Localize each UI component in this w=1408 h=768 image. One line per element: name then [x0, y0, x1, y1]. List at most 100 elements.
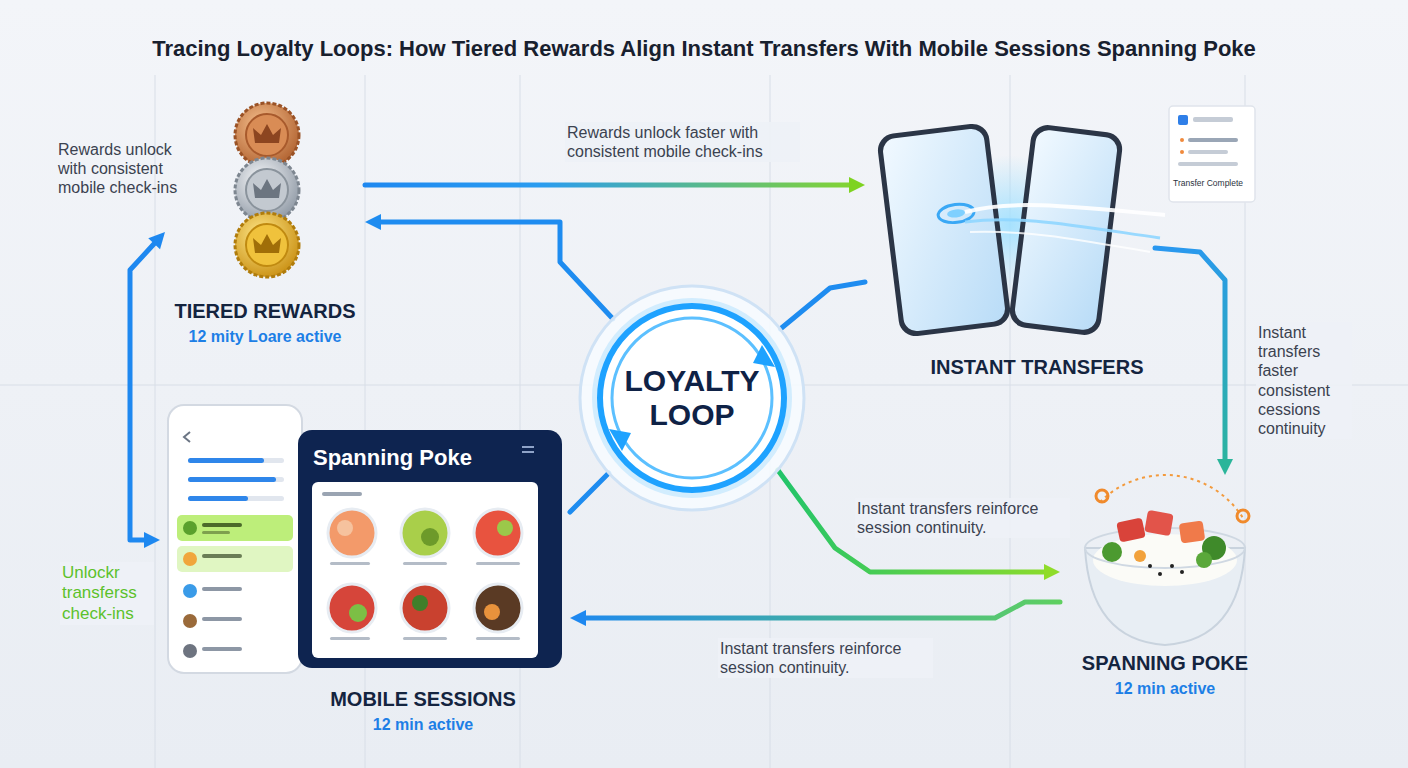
- dish: [474, 584, 522, 632]
- bar-track: [188, 458, 284, 463]
- row-line: [202, 554, 242, 558]
- orbit-dot: [1096, 490, 1108, 502]
- receipt-line: [1193, 117, 1233, 122]
- row-icon: [183, 644, 197, 658]
- tablet-body: [298, 430, 562, 668]
- row-line: [202, 531, 230, 534]
- gold-medal: [235, 213, 299, 277]
- annotation: Transfer Complete: [1173, 178, 1253, 188]
- node-title: TIERED REWARDS: [174, 299, 355, 323]
- crown-icon: [253, 124, 281, 143]
- tuna: [1116, 518, 1146, 543]
- medal-inner: [246, 224, 288, 266]
- dish: [401, 584, 449, 632]
- connector: [365, 177, 865, 193]
- receipt-dot: [1180, 150, 1184, 154]
- dish-detail: [412, 595, 428, 611]
- phone: [876, 122, 1012, 338]
- poke-bowl: [1085, 475, 1249, 645]
- loop-ring-part: [609, 429, 631, 451]
- arrowhead: [1217, 459, 1233, 475]
- node-subtitle: 12 min active: [373, 715, 474, 734]
- row-icon: [183, 584, 197, 598]
- title: Tracing Loyalty Loops: How Tiered Reward…: [152, 36, 1256, 62]
- screen-line: [476, 562, 520, 565]
- dish-detail: [484, 604, 500, 620]
- connector: [570, 602, 1060, 626]
- loop-ring-part: [580, 286, 804, 510]
- screen-line: [330, 562, 370, 565]
- sesame: [1170, 564, 1174, 568]
- row-icon: [183, 614, 197, 628]
- arrowhead: [1044, 564, 1060, 580]
- node-title: SPANNING POKE: [1082, 651, 1248, 675]
- node-title: INSTANT TRANSFERS: [931, 355, 1144, 379]
- receipt-card: [1169, 106, 1255, 202]
- grid-line: [155, 75, 156, 768]
- menu-icon: [522, 451, 534, 453]
- row-line: [202, 587, 242, 591]
- connector-line: [130, 242, 156, 540]
- sesame: [1158, 572, 1162, 576]
- phone-body: [168, 405, 302, 673]
- arrowhead: [570, 610, 586, 626]
- receipt: [1169, 106, 1255, 202]
- mobile-phone: [168, 405, 302, 673]
- orbit: [1100, 475, 1243, 518]
- dish: [328, 584, 376, 632]
- connector-label: Instant transfers reinforce session cont…: [718, 638, 933, 678]
- connector-label: Unlockr transferss check-ins: [60, 562, 154, 625]
- arrowhead: [849, 177, 865, 193]
- greens: [1102, 542, 1122, 562]
- tablet: [298, 430, 562, 668]
- orbit-dot: [1237, 510, 1249, 522]
- medal-inner: [246, 169, 288, 211]
- node-subtitle: 12 mity Loare active: [189, 327, 342, 346]
- loop-ring-part: [600, 306, 784, 490]
- illustrated-node: INSTANT TRANSFERS: [865, 110, 1155, 385]
- connector: [1155, 248, 1233, 475]
- connector-label: Instant transfers faster consistent cess…: [1256, 322, 1352, 439]
- annotation: Spanning Poke: [313, 445, 513, 471]
- bar-track: [188, 477, 284, 482]
- receipt-icon: [1178, 115, 1188, 125]
- annotation: Rewards unlock with consistent mobile ch…: [58, 140, 198, 198]
- medals: [235, 103, 299, 277]
- bar-fill: [188, 496, 248, 501]
- connector: [365, 214, 613, 319]
- dish-detail: [497, 520, 513, 536]
- transfer-wave: [965, 205, 1165, 215]
- menu-icon: [522, 446, 534, 448]
- row-icon: [183, 521, 197, 535]
- transfer-wave: [965, 220, 1160, 238]
- dish-detail: [337, 520, 353, 536]
- illustrated-node: TIERED REWARDS 12 mity Loare active: [165, 92, 365, 350]
- node-title: LOYALTY LOOP: [605, 364, 780, 433]
- crown-icon: [253, 179, 281, 198]
- bar-fill: [188, 477, 276, 482]
- signal-core: [947, 208, 966, 218]
- list-row: [177, 546, 293, 572]
- connector-line: [780, 282, 865, 329]
- arrowhead: [148, 232, 165, 249]
- rice: [1093, 534, 1237, 586]
- dish: [328, 509, 376, 557]
- illustrated-node: MOBILE SESSIONS12 min active: [160, 400, 570, 740]
- connector-label: Rewards unlock faster with consistent mo…: [565, 122, 800, 162]
- connector-line: [570, 473, 609, 512]
- screen-line: [476, 637, 520, 640]
- tablet-screen: [312, 482, 538, 658]
- screen-line: [403, 637, 447, 640]
- tuna: [1144, 510, 1173, 536]
- crown-icon: [253, 234, 281, 253]
- phones: [876, 122, 1165, 338]
- row-line: [202, 617, 242, 621]
- connector-line: [584, 602, 1060, 618]
- connector: [570, 473, 609, 512]
- screen-line: [330, 637, 370, 640]
- dish: [474, 509, 522, 557]
- row-line: [202, 523, 242, 527]
- connector-label: Instant transfers reinforce session cont…: [855, 498, 1070, 538]
- loop-circle: LOYALTY LOOP: [577, 283, 807, 513]
